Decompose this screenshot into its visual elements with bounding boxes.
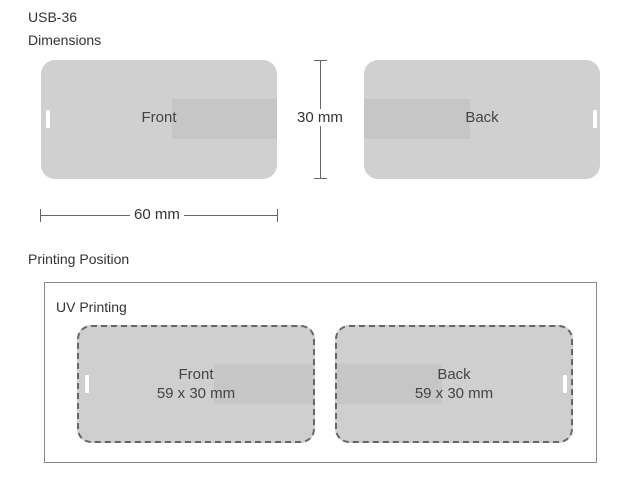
lanyard-slot — [46, 110, 50, 128]
lanyard-slot — [563, 375, 567, 393]
width-label: 60 mm — [130, 206, 184, 223]
height-tick-top — [314, 60, 327, 61]
model-title: USB-36 — [28, 9, 78, 25]
back-card-image: Back — [364, 60, 600, 179]
usb-connector-strip — [214, 364, 313, 404]
height-tick-bottom — [314, 178, 327, 179]
printing-position-heading: Printing Position — [28, 251, 130, 267]
front-card-image: Front — [41, 60, 277, 179]
lanyard-slot — [593, 110, 597, 128]
width-tick-left — [40, 209, 41, 222]
height-label: 30 mm — [293, 109, 347, 126]
back-print-size: 59 x 30 mm — [414, 385, 494, 402]
back-print-area: Back 59 x 30 mm — [335, 325, 573, 443]
usb-connector-strip — [337, 364, 442, 404]
back-label: Back — [465, 109, 499, 126]
front-print-size: 59 x 30 mm — [156, 385, 236, 402]
back-print-label: Back — [437, 366, 471, 383]
lanyard-slot — [85, 375, 89, 393]
printing-area-box — [44, 282, 597, 463]
dimensions-heading: Dimensions — [28, 32, 102, 48]
usb-connector-strip — [364, 99, 470, 139]
front-print-label: Front — [178, 366, 214, 383]
front-label: Front — [141, 109, 177, 126]
printing-method-label: UV Printing — [56, 299, 127, 315]
front-print-area: Front 59 x 30 mm — [77, 325, 315, 443]
usb-connector-strip — [172, 99, 277, 139]
width-tick-right — [277, 209, 278, 222]
